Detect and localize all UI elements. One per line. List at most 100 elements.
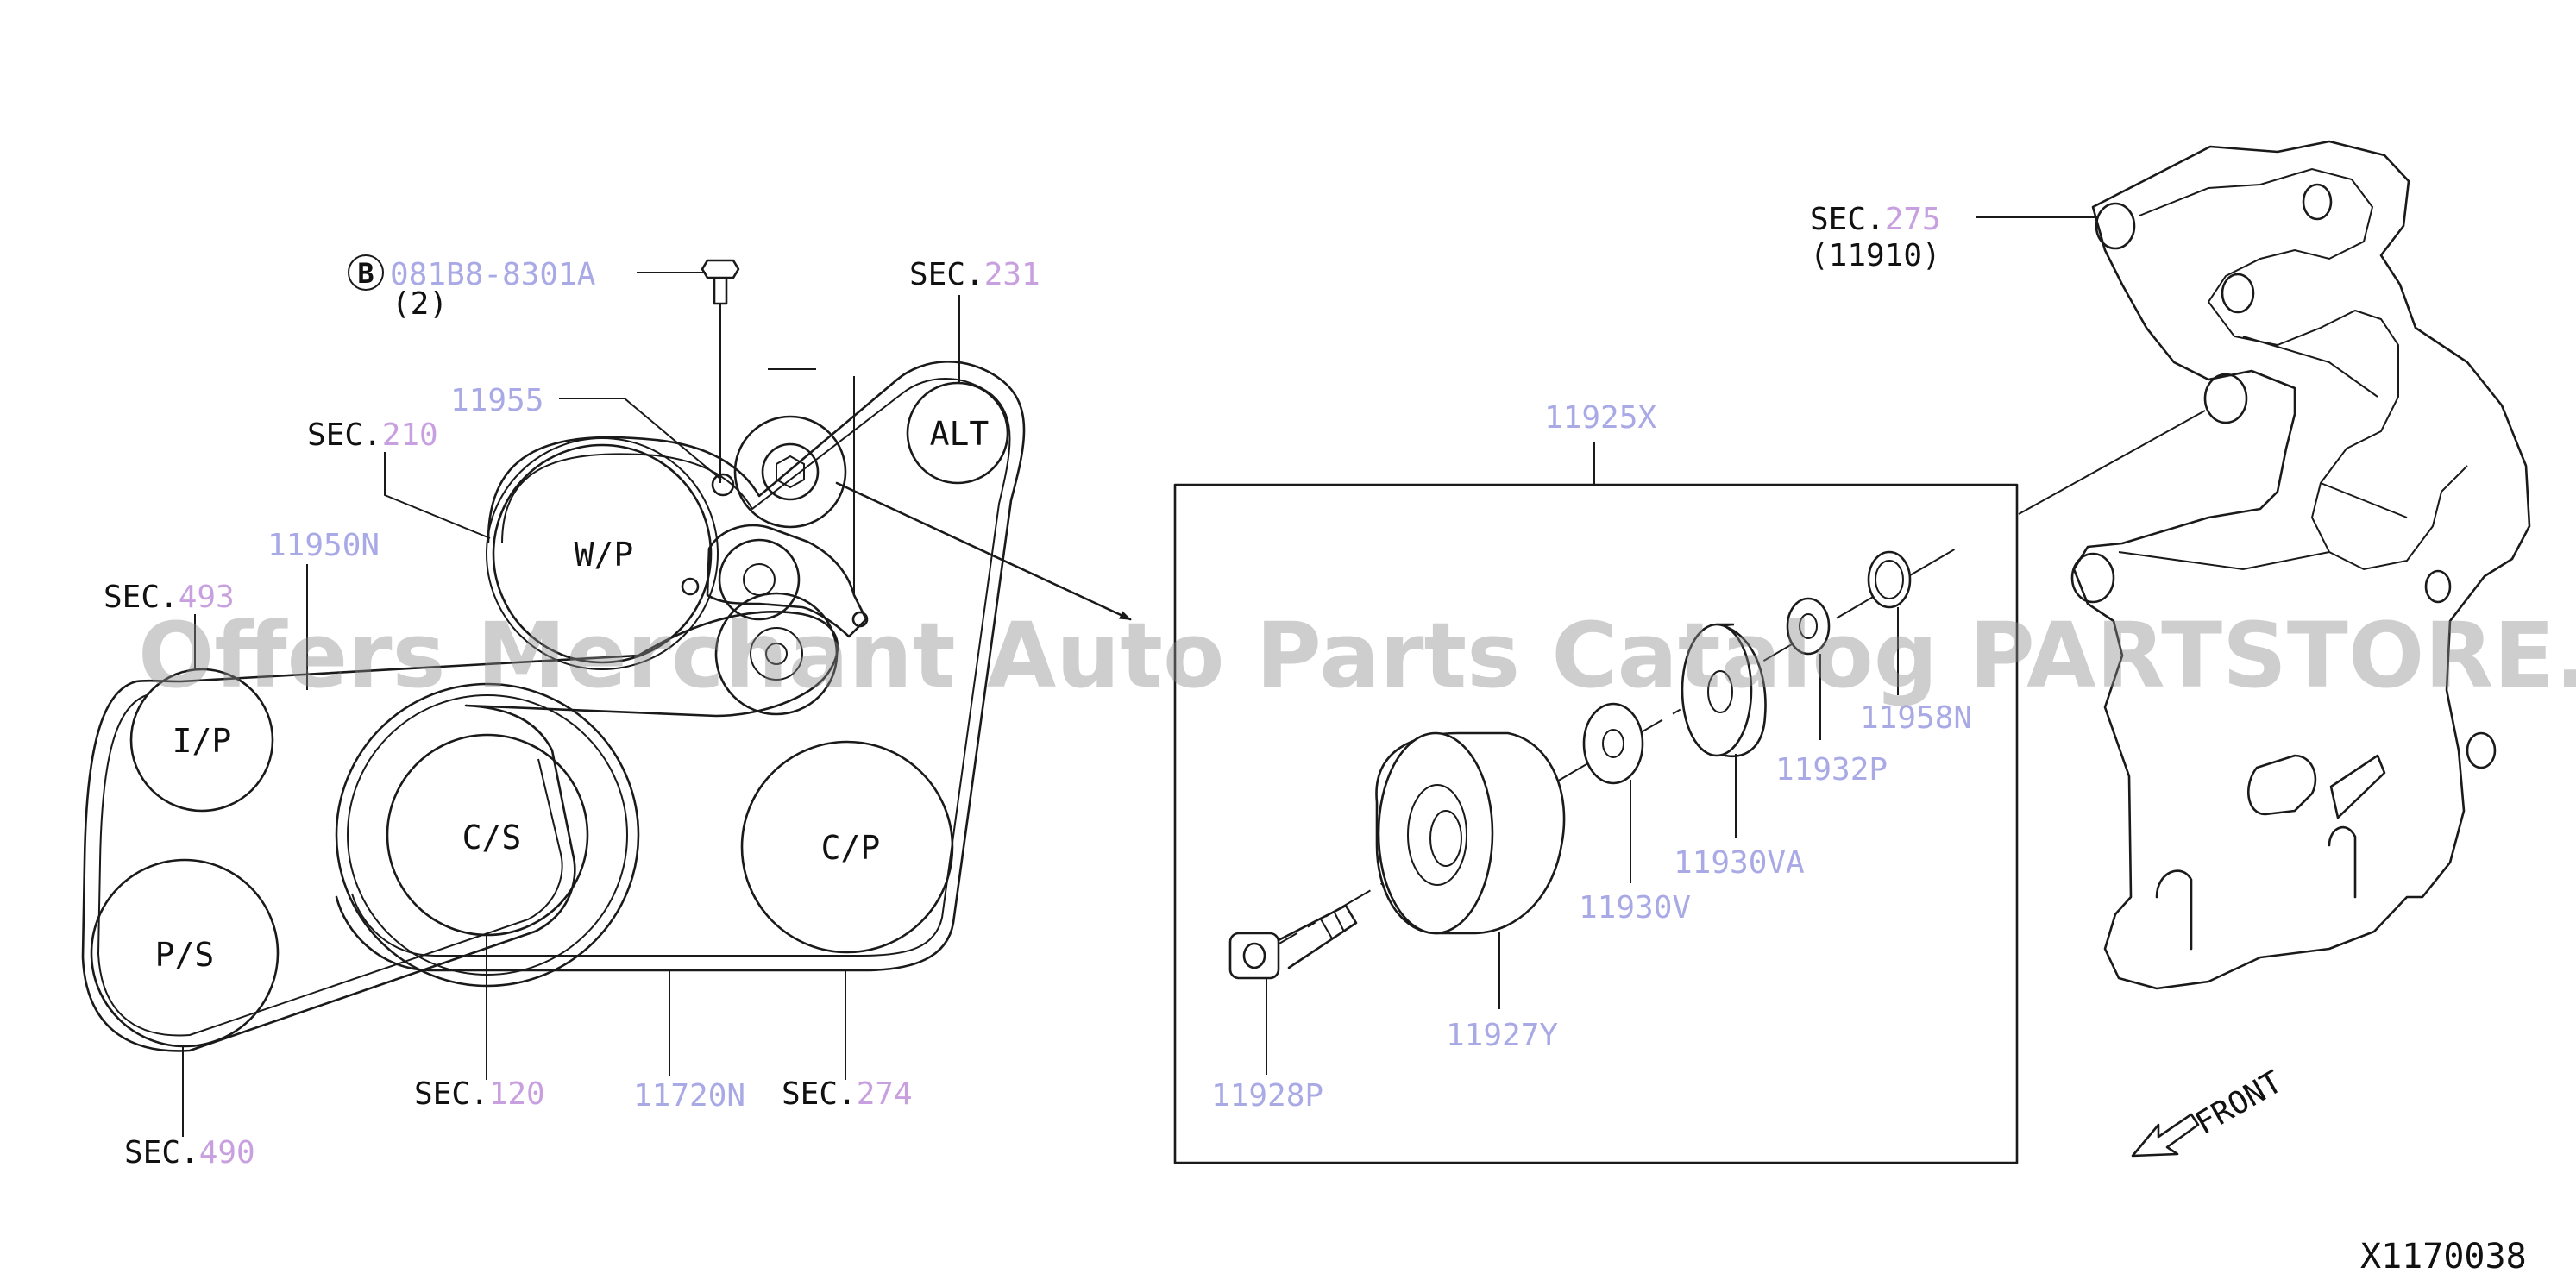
section-prefix: SEC. (909, 257, 984, 292)
bolt-callout-qty: (2) (392, 286, 448, 322)
belt-11720n-inner (351, 378, 1011, 957)
part-number: 11927Y (1446, 1018, 1558, 1053)
belt-11950n[interactable] (81, 611, 839, 1052)
section-prefix: SEC. (414, 1076, 489, 1112)
bracket-rib (2118, 336, 2408, 571)
svg-text:SEC.490: SEC.490 (124, 1135, 255, 1170)
front-arrow-icon (2131, 1113, 2200, 1158)
tensioner-arm-hub (743, 563, 776, 596)
pulley-label-cs: C/S (462, 819, 522, 856)
section-number: 231 (984, 257, 1040, 292)
bracket-hole-2 (2203, 373, 2248, 424)
bracket-11910[interactable] (2070, 140, 2531, 990)
part-number: 11720N (633, 1078, 745, 1114)
section-prefix: SEC. (1810, 202, 1885, 237)
section-number: 210 (382, 417, 438, 453)
section-number: 274 (857, 1076, 913, 1112)
pulley-label-ps: P/S (155, 936, 215, 974)
section-ref-231[interactable]: SEC.231 (909, 257, 1040, 383)
bracket-slot (2246, 754, 2317, 816)
tensioner-pulley-center (765, 643, 788, 665)
pulley-label-cp: C/P (821, 829, 881, 867)
idler-pulley-upper[interactable] (733, 415, 847, 529)
pulley-label-ip: I/P (173, 722, 232, 760)
bracket-leader (2018, 410, 2206, 515)
part-number: 11932P (1775, 752, 1888, 787)
svg-text:SEC.231: SEC.231 (909, 257, 1040, 292)
spacer-11930va[interactable]: 11930VA (1674, 623, 1805, 881)
bracket-foot-left (2155, 869, 2193, 951)
tensioner-bolt-left (681, 577, 700, 596)
bracket-hole-7 (2302, 183, 2333, 221)
section-ref-275[interactable]: SEC.275 (11910) (1810, 202, 2096, 273)
part-number: 11958N (1860, 700, 1972, 736)
part-ref-11950n[interactable]: 11950N (267, 528, 380, 690)
section-prefix: SEC. (307, 417, 382, 453)
section-prefix: SEC. (124, 1135, 199, 1170)
part-number: 11950N (267, 528, 380, 563)
tensioner-bolt-right (851, 611, 869, 628)
section-number: 490 (199, 1135, 255, 1170)
bracket-hole-6 (2221, 273, 2255, 314)
bracket-hole-5 (2424, 569, 2452, 604)
pulley-wp[interactable] (492, 443, 713, 664)
bracket-outline (2072, 140, 2531, 990)
bolt-callout-symbol-ring (348, 254, 384, 291)
part-number: 11930VA (1674, 845, 1805, 881)
pulley-ip[interactable] (129, 668, 274, 813)
tensioner-pulley-hub (750, 627, 803, 681)
bolt-icon (701, 259, 740, 305)
bolt-11928p[interactable]: 11928P (1211, 904, 1358, 1114)
section-prefix: SEC. (104, 580, 179, 615)
pulley-ps[interactable] (90, 858, 280, 1048)
part-number: 11928P (1211, 1078, 1323, 1114)
bracket-foot-right (2328, 825, 2357, 899)
bracket-hole-3 (2070, 552, 2115, 604)
cap-11958n[interactable]: 11958N (1860, 550, 1972, 736)
idler-pulley-upper-bolt (776, 455, 805, 489)
section-ref-120[interactable]: SEC.120 (414, 935, 545, 1112)
bracket-inner-detail (2139, 167, 2468, 571)
part-ref-11955[interactable]: 11955 (450, 383, 722, 480)
bracket-window (2329, 754, 2386, 819)
bolt-callout: B 081B8-8301A (2) (348, 254, 740, 483)
washer-11932p[interactable]: 11932P (1775, 597, 1888, 787)
watermark: Offers Merchant Auto Parts Catalog PARTS… (138, 603, 2576, 708)
section-number: 120 (489, 1076, 545, 1112)
detail-arrow (835, 481, 1132, 621)
pulley-label-wp: W/P (575, 536, 634, 574)
svg-text:SEC.210: SEC.210 (307, 417, 438, 453)
svg-text:SEC.274: SEC.274 (782, 1076, 913, 1112)
svg-text:SEC.120: SEC.120 (414, 1076, 545, 1112)
detail-box-frame (1173, 483, 2019, 1164)
section-sub: (11910) (1810, 238, 1941, 273)
detail-box-label[interactable]: 11925X (1544, 400, 1656, 436)
svg-text:SEC.275: SEC.275 (1810, 202, 1941, 237)
belt-11720n[interactable] (335, 361, 1026, 972)
section-ref-493[interactable]: SEC.493 (104, 580, 235, 669)
washer-11930v[interactable]: 11930V (1579, 702, 1691, 925)
pulley-label-alt: ALT (930, 415, 990, 453)
section-ref-490[interactable]: SEC.490 (124, 1047, 255, 1170)
section-ref-210[interactable]: SEC.210 (307, 417, 491, 539)
section-number: 275 (1885, 202, 1941, 237)
pulley-alt[interactable] (906, 381, 1009, 485)
front-label: FRONT (2190, 1064, 2288, 1142)
front-indicator: FRONT (2131, 1064, 2288, 1158)
bolt-callout-part[interactable]: 081B8-8301A (390, 257, 596, 292)
section-prefix: SEC. (782, 1076, 857, 1112)
bracket-hole-4 (2466, 731, 2497, 769)
part-number: 11955 (450, 383, 543, 418)
idler-pulley-11927y[interactable]: 11927Y (1375, 731, 1566, 1053)
part-number: 11930V (1579, 890, 1691, 925)
section-ref-274[interactable]: SEC.274 (782, 969, 913, 1112)
tensioner-arm-pulley (718, 538, 801, 621)
idler-pulley-upper-hub (761, 442, 820, 501)
part-ref-11720n[interactable]: 11720N (633, 969, 745, 1114)
belt-11950n-inner (97, 694, 563, 1037)
section-number: 493 (179, 580, 235, 615)
detail-box: 11925X 11928P 11927Y 11930V (1173, 400, 2019, 1164)
bolt-callout-symbol: B (357, 257, 374, 290)
bracket-hole-1 (2095, 202, 2136, 250)
